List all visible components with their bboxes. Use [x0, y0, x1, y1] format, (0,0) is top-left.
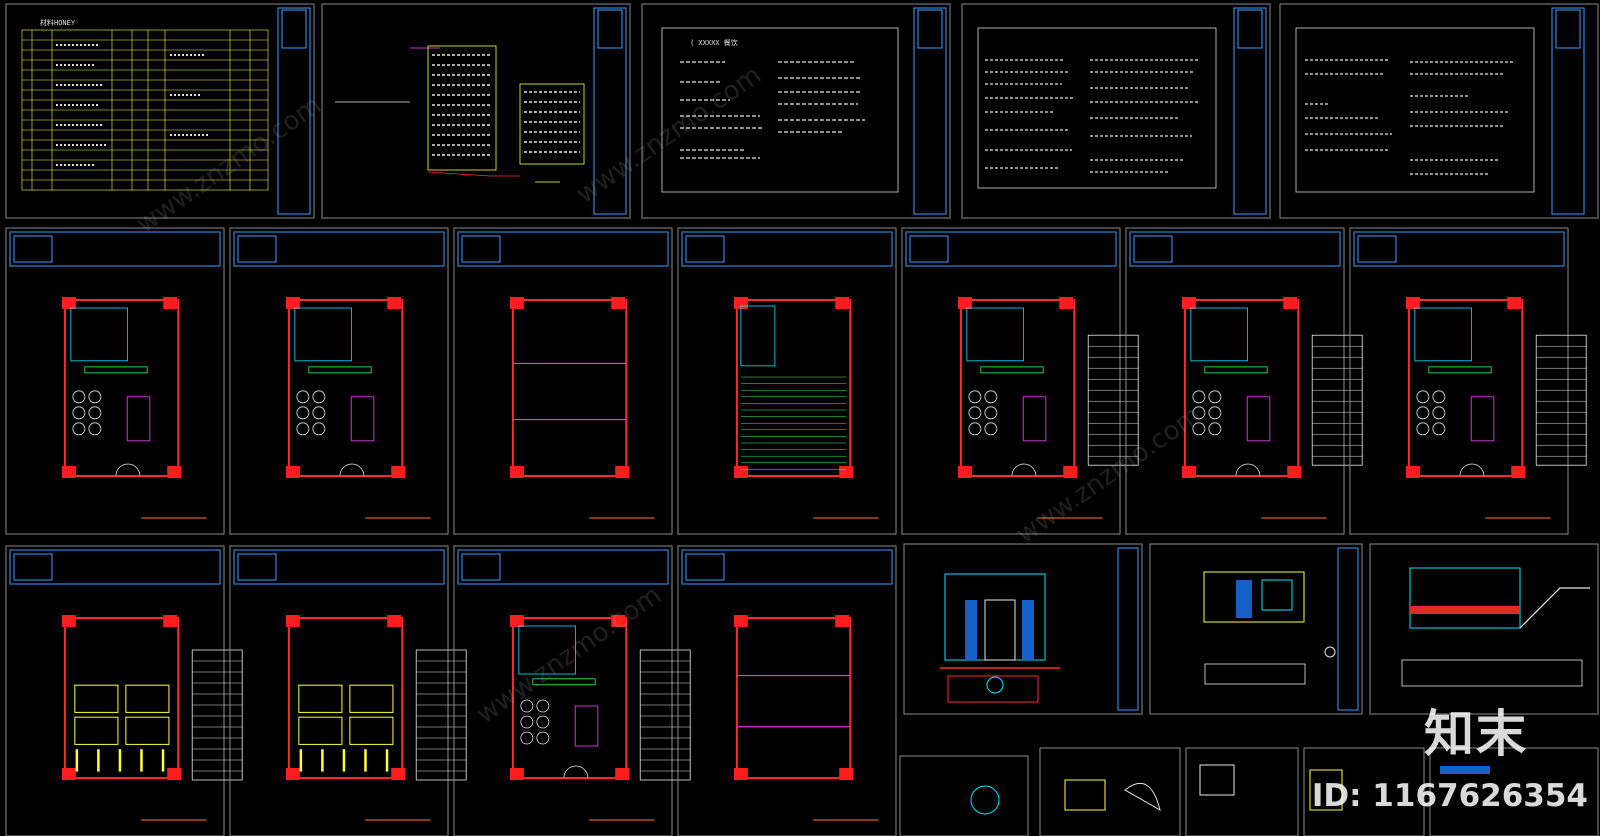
sheet-floor-plan-1[interactable]: [5, 227, 225, 535]
sheet-floor-plan-7[interactable]: [1349, 227, 1587, 535]
sheet-material-table[interactable]: [5, 3, 315, 219]
sheet-3-title: ( XXXXX 餐饮: [690, 39, 738, 47]
sheet-elevation-counter[interactable]: [1149, 543, 1363, 715]
sheet-design-notes-2[interactable]: [961, 3, 1271, 219]
sheet-floor-plan-10[interactable]: [453, 545, 691, 836]
sheet-elevation-stair[interactable]: [1369, 543, 1599, 715]
sheet-design-notes-3[interactable]: [1279, 3, 1599, 219]
sheet-floor-plan-9[interactable]: [229, 545, 467, 836]
sheet-design-notes-1[interactable]: [641, 3, 951, 219]
image-id-watermark: ID: 1167626354: [1311, 778, 1588, 814]
sheet-floor-plan-11[interactable]: [677, 545, 897, 836]
sheet-elevation-facade[interactable]: [903, 543, 1143, 715]
sheet-floor-plan-8[interactable]: [5, 545, 243, 836]
sheet-floor-plan-5[interactable]: [901, 227, 1139, 535]
sheet-floor-plan-4[interactable]: [677, 227, 897, 535]
sheet-floor-plan-6[interactable]: [1125, 227, 1363, 535]
sheet-system-diagram[interactable]: [321, 3, 631, 219]
sheet-floor-plan-2[interactable]: [229, 227, 449, 535]
sheet-floor-plan-3[interactable]: [453, 227, 673, 535]
sheet-detail-row[interactable]: [899, 747, 1599, 836]
plan-detail-row: [5, 545, 897, 836]
brand-logo-watermark: 知末: [1424, 705, 1528, 763]
floor-plan-row: [5, 227, 1587, 535]
sheet-1-title: 材料HONEY: [40, 19, 76, 27]
